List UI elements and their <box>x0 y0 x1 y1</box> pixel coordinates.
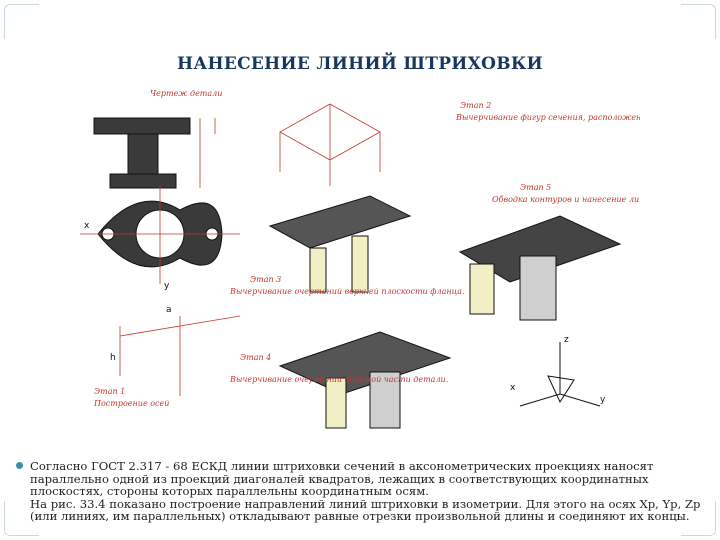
slide-title: НАНЕСЕНИЕ ЛИНИЙ ШТРИХОВКИ <box>176 54 544 74</box>
stage-3-sketch <box>268 195 412 293</box>
stage-2-sketch <box>279 103 381 186</box>
stage-1-label: Этап 1 <box>94 387 125 396</box>
axis-x-label: x <box>84 221 90 231</box>
stage-1-sketch <box>119 315 241 396</box>
bullet-icon <box>16 462 23 469</box>
technical-figure: Чертеж детали x y Этап 2 Вычерчивание фи… <box>80 76 640 446</box>
stage-4-text: Вычерчивание очертаний видимой части дет… <box>229 375 448 384</box>
dim-h-label: h <box>110 353 116 363</box>
stage-3-label: Этап 3 <box>250 275 281 284</box>
stage-4-sketch <box>278 331 452 429</box>
stage-2-text: Вычерчивание фигур сечения, расположенны… <box>455 113 640 122</box>
paragraph-text: Согласно ГОСТ 2.317 - 68 ЕСКД линии штри… <box>30 459 701 524</box>
stage-3-text: Вычерчивание очертаний верхней плоскости… <box>229 287 465 296</box>
orthographic-front-view <box>93 117 216 189</box>
stage-5-label: Этап 5 <box>520 183 551 192</box>
drawing-label: Чертеж детали <box>150 89 222 98</box>
frame-corner <box>4 501 39 536</box>
triad-x-label: x <box>510 383 516 393</box>
stage-5-sketch <box>458 215 622 321</box>
body-paragraph: Согласно ГОСТ 2.317 - 68 ЕСКД линии штри… <box>16 460 706 523</box>
dim-a-label: a <box>166 305 172 315</box>
axis-y-label: y <box>164 281 170 291</box>
stage-2-label: Этап 2 <box>460 101 491 110</box>
isometric-axes-triad <box>519 342 601 407</box>
frame-corner <box>681 501 716 536</box>
triad-z-label: z <box>564 335 569 345</box>
stage-5-text: Обводка контуров и нанесение линий штрих… <box>492 195 640 204</box>
figure-svg: Чертеж детали x y Этап 2 Вычерчивание фи… <box>80 89 640 429</box>
orthographic-top-view <box>80 186 240 284</box>
stage-2-text-line: Вычерчивание фигур сечения, расположенны… <box>455 113 640 122</box>
frame-corner <box>681 4 716 39</box>
frame-corner <box>4 4 39 39</box>
triad-y-label: y <box>600 395 606 405</box>
stage-4-label: Этап 4 <box>240 353 271 362</box>
stage-1-text: Построение осей <box>93 399 169 408</box>
